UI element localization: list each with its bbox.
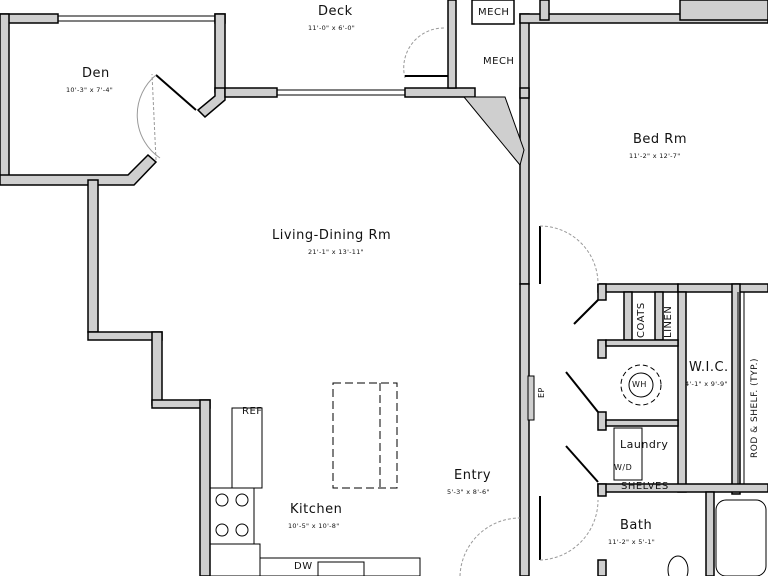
dishwasher-label: DW [294,561,313,572]
mech-closet-label: MECH [483,56,515,67]
refrigerator-label: REF [242,406,263,417]
linen-closet-label: LINEN [663,305,674,338]
entry-dimension: 5'-3" x 8'-6" [447,488,490,496]
bath-label: Bath [620,518,653,533]
bed-room-dimension: 11'-2" x 12'-7" [629,152,681,160]
washer-dryer-label: W/D [614,463,633,472]
bed-room-label: Bed Rm [633,132,687,147]
rod-shelf-label: ROD & SHELF. (TYP.) [750,357,760,458]
laundry-label: Laundry [620,438,669,451]
electric-panel-label: EP [537,387,546,398]
mech-closet-label-top: MECH [478,7,510,18]
bath-dimension: 11'-2" x 5'-1" [608,538,656,546]
coats-closet-label: COATS [636,302,647,338]
kitchen-dimension: 10'-5" x 10'-8" [288,522,340,530]
wic-dimension: 4'-1" x 9'-9" [685,380,728,388]
deck-label: Deck [318,4,353,19]
wic-label: W.I.C. [689,360,729,375]
living-dining-label: Living-Dining Rm [272,228,392,243]
den-dimension: 10'-3" x 7'-4" [66,86,114,94]
openings [58,15,767,576]
shelves-label: SHELVES [621,481,669,492]
water-heater-label: WH [632,380,647,389]
den-label: Den [82,66,110,81]
entry-label: Entry [454,468,492,483]
living-dining-dimension: 21'-1" x 13'-11" [308,248,364,256]
deck-dimension: 11'-0" x 6'-0" [308,24,356,32]
kitchen-label: Kitchen [290,502,343,517]
